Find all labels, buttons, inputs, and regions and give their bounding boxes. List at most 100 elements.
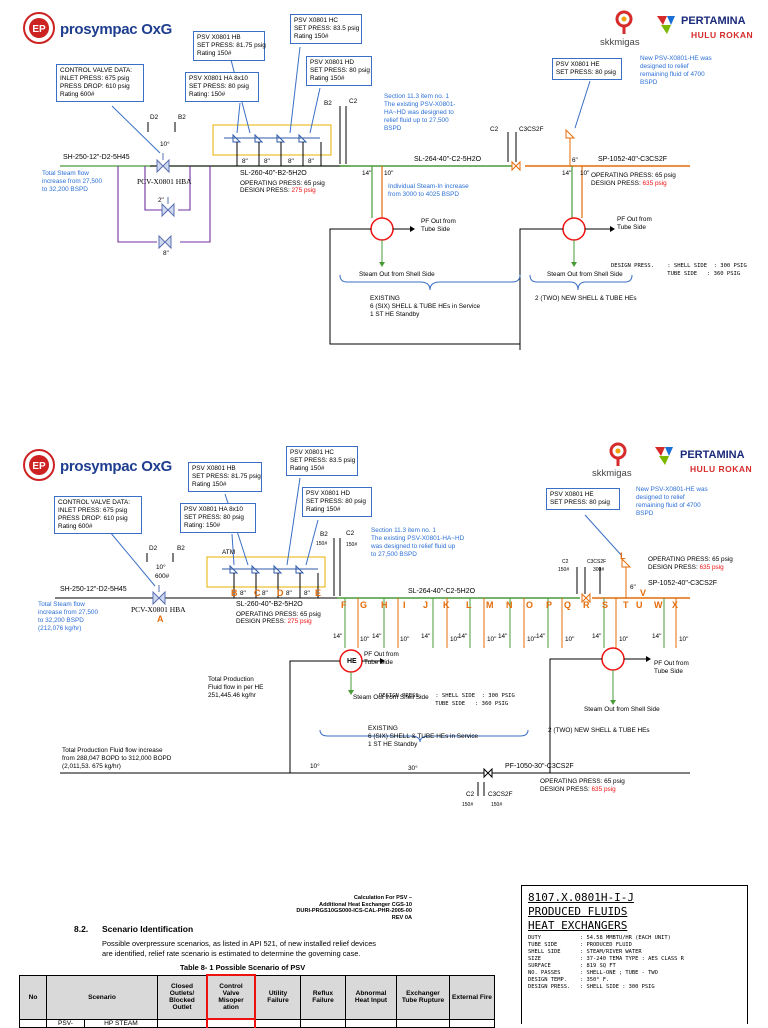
rating-150-label: 150#	[346, 542, 358, 548]
table-header-cell: Closed Outlets/ Blocked Outlet	[157, 974, 208, 1020]
c3cs2f-label: C3CS2F	[587, 559, 607, 565]
c2-label: C2	[562, 559, 569, 565]
letter-n: N	[506, 600, 513, 610]
hulu-rokan-logo-text: HULU ROKAN	[691, 30, 754, 40]
design-press-right: DESIGN PRESS: 635 psig	[648, 564, 724, 571]
letter-a: A	[157, 614, 164, 624]
datasheet-row-value: : SHELL-ONE ; TUBE - TWO	[580, 970, 658, 976]
pf1050-line-label: PF-1050-30"-C3CS2F	[505, 763, 574, 770]
size-14-label: 14"	[372, 633, 382, 640]
letter-i: I	[403, 600, 406, 610]
rating-150-label: 150#	[462, 802, 474, 808]
datasheet-row-value: : 37-240 TEMA TYPE : AES CLASS R	[580, 956, 684, 962]
datasheet-row-value: : 819 SQ FT	[580, 963, 616, 969]
letter-b: B	[231, 588, 238, 598]
letter-k: K	[443, 600, 450, 610]
datasheet-row-value: : STEAM/RIVER WATER	[580, 949, 642, 955]
datasheet-row-label: SHELL SIDE	[528, 949, 561, 955]
size-14-label: 14"	[362, 170, 372, 177]
rating-150-label: 150#	[316, 541, 328, 547]
diagram-2-lines	[55, 477, 690, 796]
header-line-label: SL-260-40"-B2-5H2O	[236, 601, 303, 608]
size-10-label: 10"	[565, 636, 575, 643]
size-14-label: 14"	[421, 633, 431, 640]
operating-press-right: OPERATING PRESS: 65 psig	[591, 172, 676, 179]
size-10-label: 10"	[400, 636, 410, 643]
size-14-label: 14"	[333, 633, 343, 640]
deg-10-label: 10°	[160, 141, 170, 148]
datasheet-subtitle: PRODUCED FLUIDS	[528, 905, 628, 918]
letter-w: W	[654, 600, 663, 610]
table-header-cell: Reflux Failure	[300, 974, 346, 1020]
d2-label: D2	[149, 545, 158, 552]
datasheet-row-label: DESIGN PRESS.	[528, 984, 571, 990]
datasheet-row-value: : 350° F.	[580, 977, 610, 983]
letter-p: P	[546, 600, 553, 610]
size-8-label: 8"	[242, 158, 248, 165]
b2-label: B2	[324, 100, 332, 107]
datasheet-row-label: SIZE	[528, 956, 541, 962]
letter-l: L	[620, 551, 626, 561]
inlet-line-label: SH-250-12"-D2-5H45	[60, 586, 127, 593]
diagram-1-lines	[60, 46, 690, 350]
rating-600-label: 600#	[155, 573, 170, 580]
datasheet-title: 8107.X.0801H-I-J	[528, 891, 634, 904]
letter-u: U	[636, 600, 643, 610]
operating-press: OPERATING PRESS: 65 psig	[236, 611, 321, 618]
size-8-label: 8"	[288, 158, 294, 165]
pcv-label: PCV-X0801 HBA	[137, 177, 192, 186]
letter-f: F	[341, 600, 347, 610]
steam-out-label: Steam Out from Shell Side	[359, 271, 435, 278]
hulu-rokan-logo-text: HULU ROKAN	[690, 464, 753, 474]
letter-g: G	[360, 600, 368, 610]
calc-header: Calculation For PSV –Additional Heat Exc…	[296, 895, 412, 921]
size-14-label: 14"	[498, 633, 508, 640]
two-new-he-label: 2 (TWO) NEW SHELL & TUBE HEs	[548, 727, 650, 734]
pcv-label: PCV-X0801 HBA	[131, 605, 186, 614]
datasheet-row-label: TUBE SIDE	[528, 942, 558, 948]
size-14-label: 14"	[536, 633, 546, 640]
size-10-label: 10"	[679, 636, 689, 643]
rating-300-label: 300#	[593, 567, 605, 573]
prosympac-logo-text: prosympac OxG	[60, 458, 172, 475]
sp1052-line-label: SP-1052-40"-C3CS2F	[598, 156, 668, 163]
letter-m: M	[486, 600, 494, 610]
size-8-label: 8"	[163, 250, 169, 257]
letter-x: X	[672, 600, 679, 610]
header-line-label: SL-260-40"-B2-5H2O	[240, 170, 307, 177]
c3cs2f-label: C3CS2F	[488, 791, 513, 798]
size-2-label: 2"	[158, 197, 164, 204]
c2-label: C2	[490, 126, 499, 133]
he-label: HE	[347, 658, 357, 665]
letter-r: R	[583, 600, 590, 610]
b2-label: B2	[320, 531, 328, 538]
table-header-cell: Utility Failure	[254, 974, 301, 1020]
operating-press-bottom: OPERATING PRESS: 65 psig	[540, 778, 625, 785]
size-14-label: 14"	[458, 633, 468, 640]
size-8-label: 8"	[286, 590, 292, 597]
inlet-line-label: SH-250-12"-D2-5H45	[63, 154, 130, 161]
size-14-label: 14"	[562, 170, 572, 177]
c2-label: C2	[466, 791, 475, 798]
letter-j: J	[423, 600, 429, 610]
c2-label: C2	[349, 98, 358, 105]
sl264-line-label: SL-264-40"-C2-5H2O	[414, 156, 482, 163]
design-press: DESIGN PRESS: 275 psig	[240, 187, 316, 194]
section-number: 8.2.	[74, 924, 89, 934]
rating-150-label: 150#	[558, 567, 570, 573]
scenario-table: No Scenario Closed Outlets/ Blocked Outl…	[19, 974, 495, 1028]
rating-150-label: 150#	[491, 802, 503, 808]
size-8-label: 8"	[264, 158, 270, 165]
